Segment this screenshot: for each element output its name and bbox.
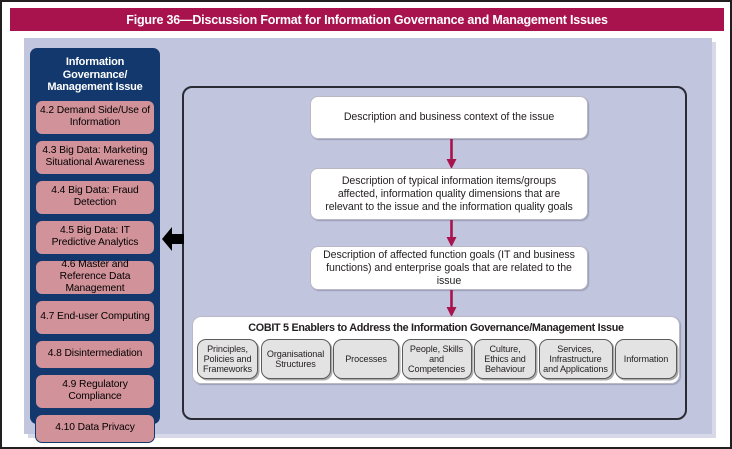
enabler-label: Principles, Policies and Frameworks: [202, 343, 253, 375]
sidebar-item-4-3[interactable]: 4.3 Big Data: Marketing Situational Awar…: [35, 139, 155, 175]
sidebar-item-4-9[interactable]: 4.9 Regulatory Compliance: [35, 373, 155, 409]
figure-title: Figure 36—Discussion Format for Informat…: [126, 12, 608, 27]
sidebar-item-label: 4.8 Disintermediation: [47, 348, 143, 359]
sidebar-item-label: 4.4 Big Data: Fraud Detection: [51, 185, 139, 208]
sidebar-heading: Information Governance/ Management Issue: [35, 53, 155, 100]
enablers-row: Principles, Policies and Frameworks Orga…: [197, 339, 677, 379]
sidebar-item-4-8[interactable]: 4.8 Disintermediation: [35, 339, 155, 369]
enabler-information[interactable]: Information: [615, 339, 677, 379]
flow-step-text: Description and business context of the …: [343, 111, 555, 123]
left-arrow-icon: [162, 227, 184, 251]
sidebar-item-label: 4.2 Demand Side/Use of Information: [40, 105, 150, 128]
down-arrow-icon: [446, 290, 457, 317]
sidebar-item-label: 4.7 End-user Computing: [40, 311, 150, 322]
sidebar-item-4-5[interactable]: 4.5 Big Data: IT Predictive Analytics: [35, 219, 155, 255]
sidebar-item-4-4[interactable]: 4.4 Big Data: Fraud Detection: [35, 179, 155, 215]
down-arrow-icon: [446, 139, 457, 169]
enabler-label: Services, Infrastructure and Application…: [543, 343, 608, 375]
enabler-culture-ethics-behaviour[interactable]: Culture, Ethics and Behaviour: [474, 339, 536, 379]
enabler-people-skills-competencies[interactable]: People, Skills and Competencies: [401, 339, 472, 379]
enabler-label: Information: [623, 353, 669, 364]
enabler-services-infrastructure-applications[interactable]: Services, Infrastructure and Application…: [538, 339, 613, 379]
enabler-processes[interactable]: Processes: [333, 339, 399, 379]
flow-step-2: Description of typical information items…: [310, 168, 588, 220]
enabler-label: Organisational Structures: [266, 348, 325, 369]
enabler-organisational-structures[interactable]: Organisational Structures: [260, 339, 331, 379]
sidebar-item-label: 4.3 Big Data: Marketing Situational Awar…: [42, 145, 148, 168]
sidebar-heading-line-1: Information Governance/: [62, 56, 128, 81]
flow-step-text: Description of typical information items…: [325, 174, 573, 213]
main-flow-panel: Description and business context of the …: [182, 86, 687, 420]
enablers-title: COBIT 5 Enablers to Address the Informat…: [248, 322, 624, 334]
flow-step-3: Description of affected function goals (…: [310, 246, 588, 290]
sidebar-heading-line-2: Management Issue: [47, 81, 143, 93]
enabler-label: Processes: [345, 353, 387, 364]
enabler-label: People, Skills and Competencies: [408, 343, 465, 375]
sidebar-item-4-6[interactable]: 4.6 Master and Reference Data Management: [35, 259, 155, 295]
flow-step-text: Description of affected function goals (…: [323, 248, 575, 287]
figure-title-bar: Figure 36—Discussion Format for Informat…: [10, 8, 724, 31]
sidebar-item-label: 4.6 Master and Reference Data Management: [59, 259, 131, 294]
sidebar-item-4-2[interactable]: 4.2 Demand Side/Use of Information: [35, 99, 155, 135]
sidebar-item-label: 4.5 Big Data: IT Predictive Analytics: [51, 225, 139, 248]
sidebar: Information Governance/ Management Issue…: [30, 48, 160, 443]
sidebar-item-label: 4.9 Regulatory Compliance: [62, 379, 128, 402]
sidebar-item-4-10[interactable]: 4.10 Data Privacy: [35, 413, 155, 443]
down-arrow-icon: [446, 220, 457, 247]
sidebar-item-4-7[interactable]: 4.7 End-user Computing: [35, 299, 155, 335]
flow-step-1: Description and business context of the …: [310, 96, 588, 139]
enabler-principles-policies-frameworks[interactable]: Principles, Policies and Frameworks: [197, 339, 258, 379]
enablers-panel: COBIT 5 Enablers to Address the Informat…: [192, 316, 680, 384]
enabler-label: Culture, Ethics and Behaviour: [484, 343, 526, 375]
sidebar-item-label: 4.10 Data Privacy: [55, 422, 135, 433]
